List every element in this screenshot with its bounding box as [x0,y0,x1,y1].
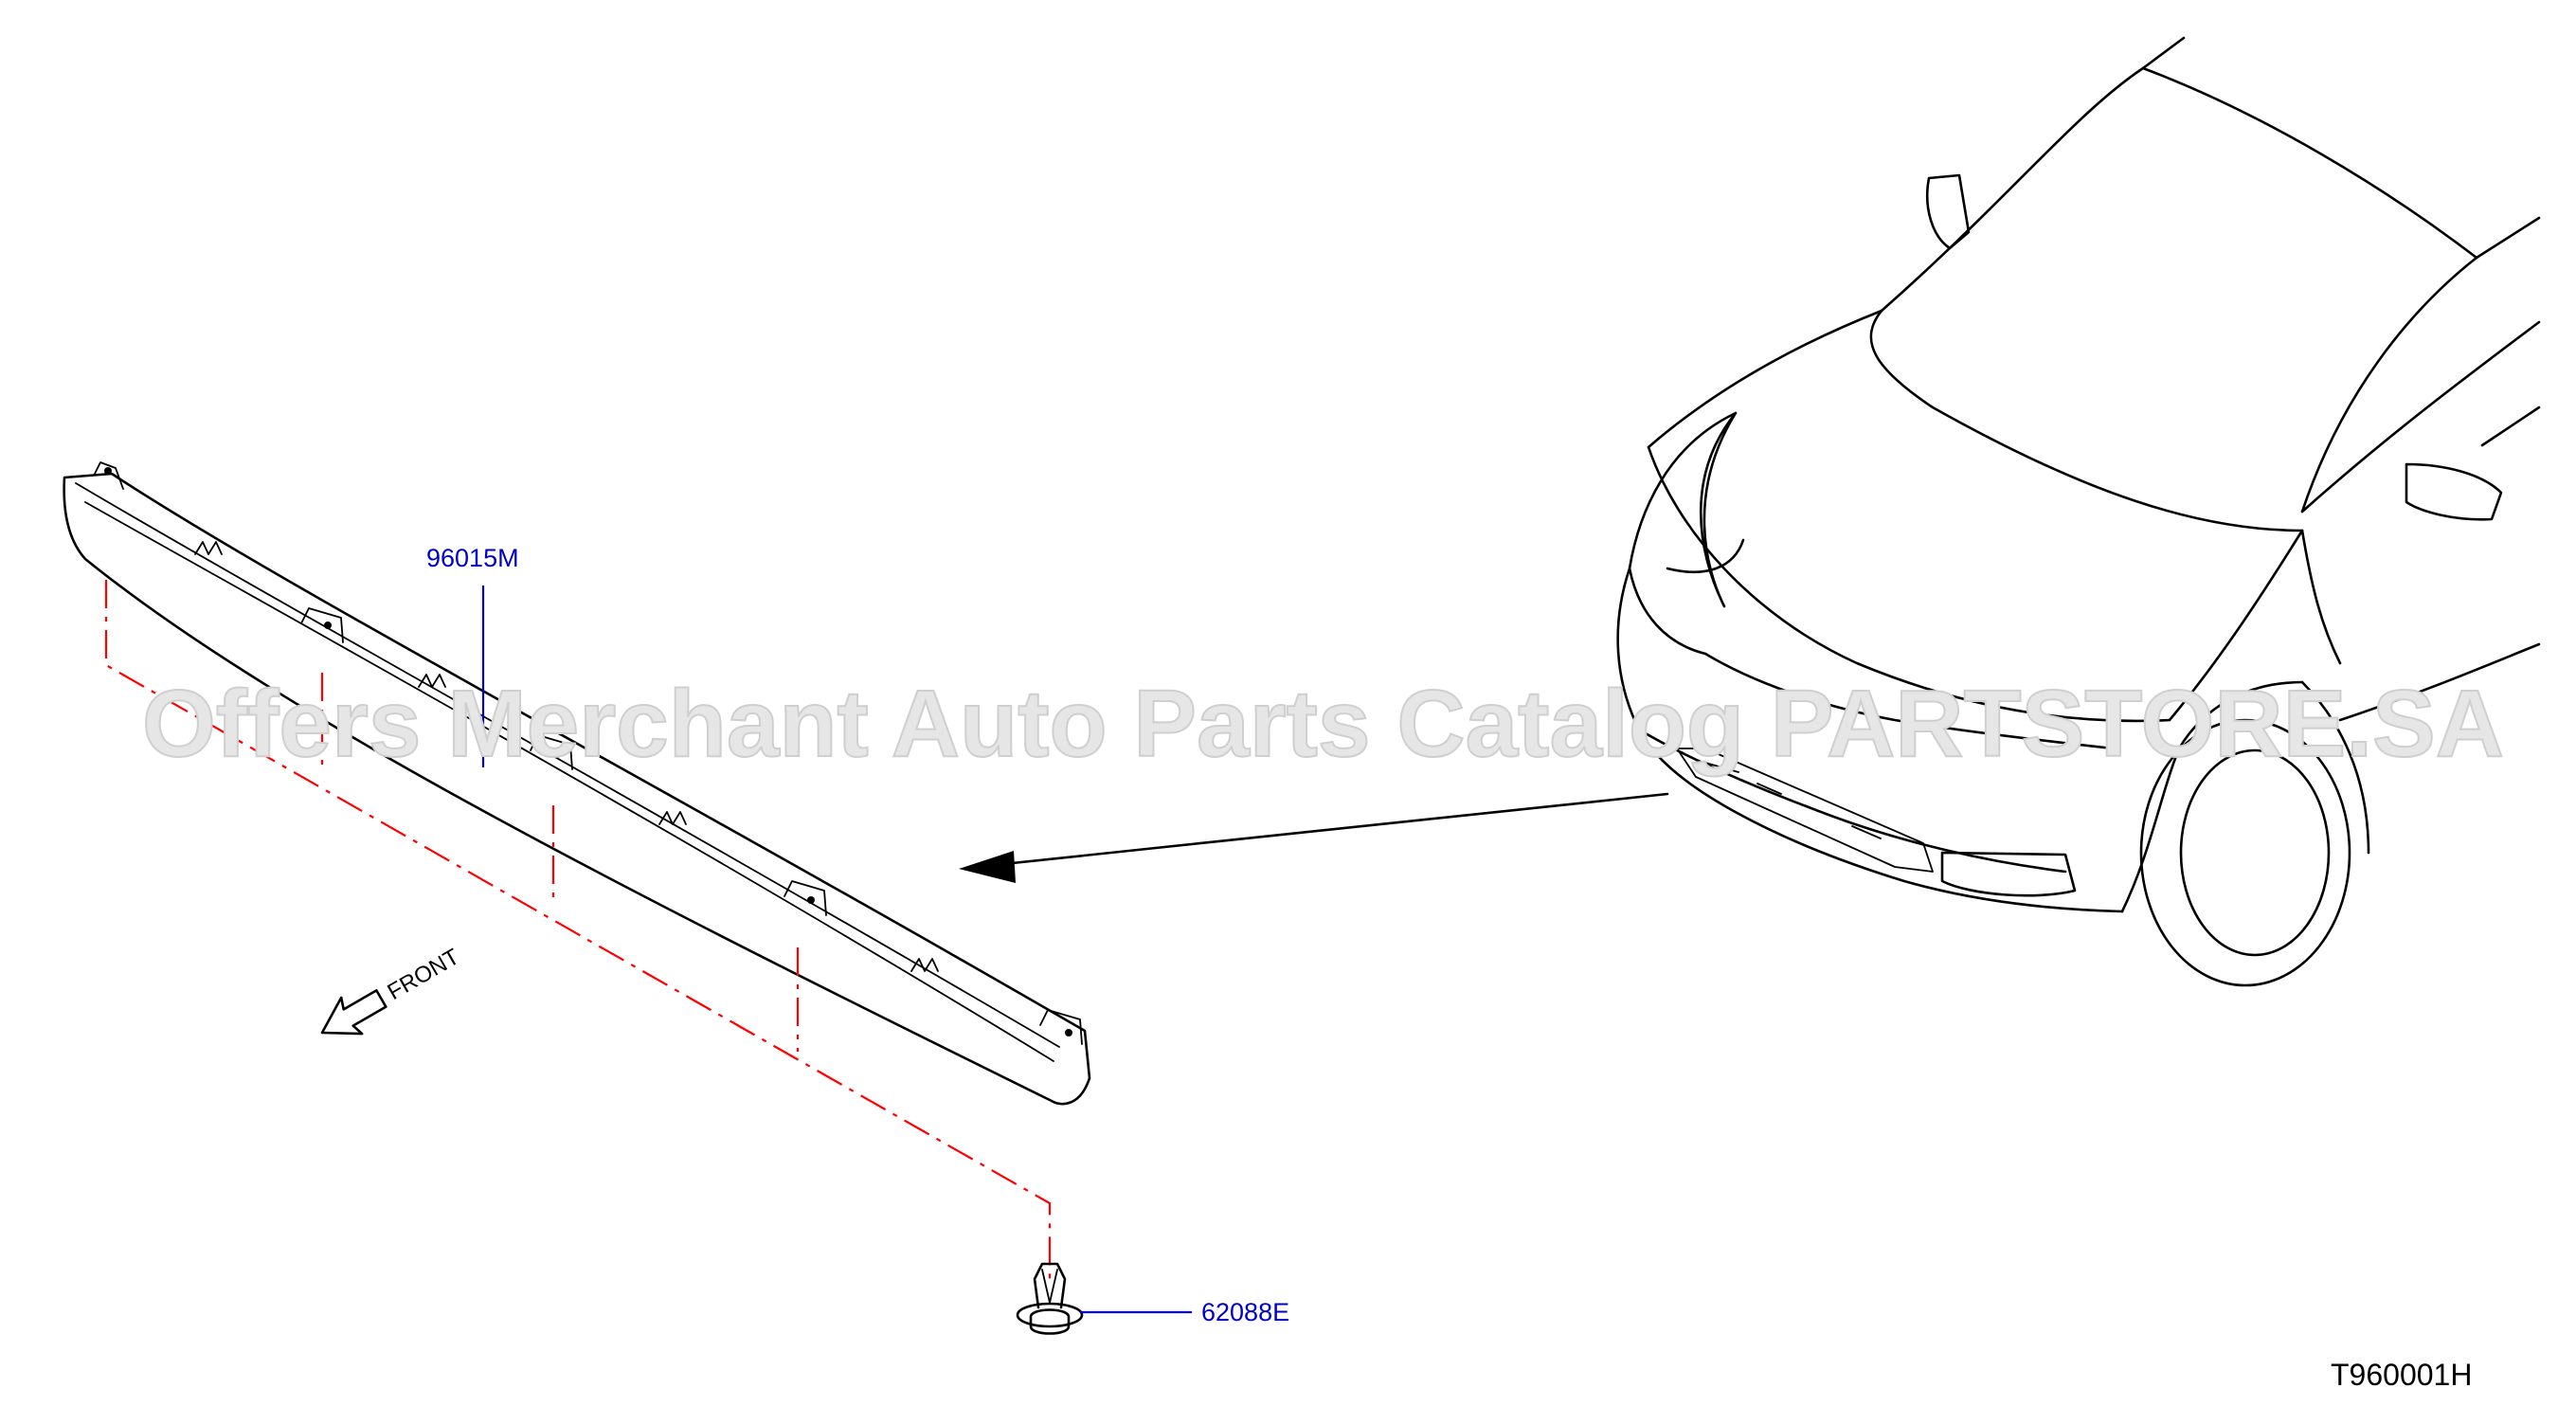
part-number-label-96015m[interactable]: 96015M [426,544,519,572]
drawing-id: T960001H [2331,1358,2472,1392]
front-direction-indicator: FRONT [320,944,464,1036]
watermark-text: Offers Merchant Auto Parts Catalog PARTS… [142,671,2504,777]
part-number-label-62088e[interactable]: 62088E [1201,1298,1289,1326]
part-callout-62088e: 62088E [1080,1298,1289,1326]
push-clip [1016,1262,1084,1335]
installation-reference-line [104,580,1052,1279]
vehicle-illustration [1616,36,2541,987]
front-bumper-molding [63,461,1091,1106]
part-callout-96015m: 96015M [426,544,519,767]
callout-arrow [959,792,1669,883]
front-label: FRONT [384,944,464,1005]
